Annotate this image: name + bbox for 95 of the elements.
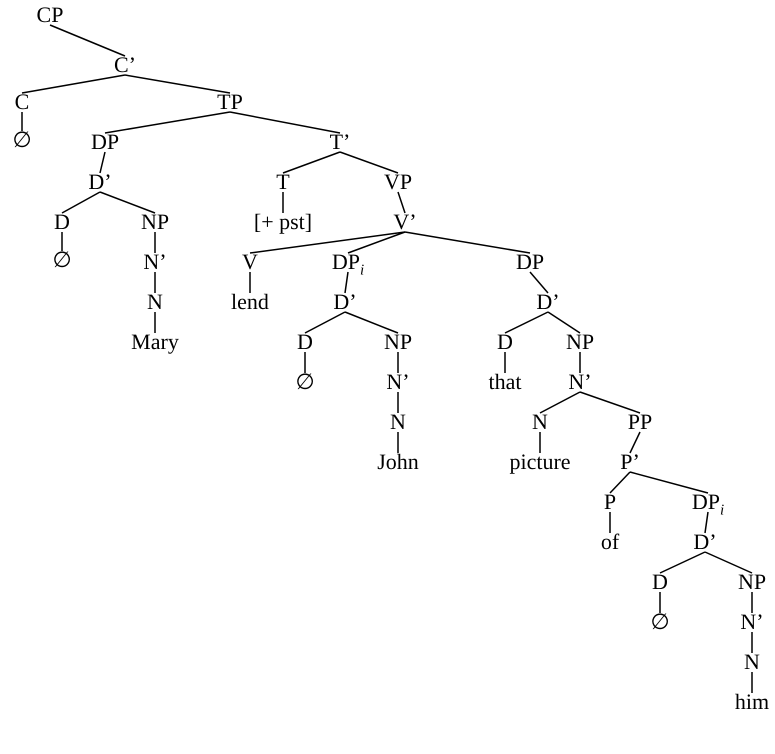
tree-node-label: NP bbox=[564, 331, 596, 353]
tree-branch bbox=[539, 432, 541, 453]
tree-node-label: N bbox=[146, 291, 164, 313]
tree-branch bbox=[580, 391, 640, 414]
tree-branch bbox=[230, 111, 340, 134]
tree-node-label: D bbox=[296, 331, 314, 353]
tree-branch bbox=[659, 592, 661, 613]
tree-node-label: T bbox=[275, 171, 291, 193]
tree-node-label: N bbox=[531, 411, 549, 433]
tree-branch bbox=[282, 151, 340, 174]
tree-branch bbox=[704, 551, 752, 574]
tree-node-label: ∅ bbox=[650, 611, 670, 633]
tree-branch bbox=[397, 192, 406, 214]
tree-node-label: DP bbox=[514, 251, 546, 273]
tree-branch bbox=[154, 232, 156, 253]
tree-node-label: PP bbox=[626, 411, 654, 433]
tree-branch bbox=[751, 672, 753, 693]
tree-branch bbox=[21, 112, 23, 131]
tree-branch bbox=[50, 24, 126, 57]
tree-node-label: picture bbox=[508, 451, 572, 473]
tree-branch bbox=[348, 231, 406, 254]
tree-branch bbox=[124, 74, 230, 94]
tree-branch bbox=[282, 192, 284, 213]
tree-node-label: NP bbox=[140, 211, 170, 233]
tree-branch bbox=[529, 272, 549, 294]
tree-node-label: D’ bbox=[692, 531, 718, 553]
tree-node-label: D’ bbox=[535, 291, 561, 313]
tree-node-label: of bbox=[600, 531, 620, 553]
tree-branch bbox=[304, 352, 306, 373]
tree-branch bbox=[548, 311, 580, 334]
tree-branch bbox=[704, 512, 709, 534]
tree-branch bbox=[22, 74, 126, 94]
tree-branch bbox=[100, 191, 156, 214]
tree-branch bbox=[751, 592, 753, 613]
tree-node-label: V bbox=[241, 251, 259, 273]
tree-branch bbox=[99, 152, 106, 174]
tree-branch bbox=[397, 392, 399, 413]
tree-node-label: V’ bbox=[392, 211, 418, 233]
tree-branch bbox=[660, 551, 706, 574]
tree-branch bbox=[154, 272, 156, 293]
tree-node-label: DP$_{i}$ bbox=[330, 251, 366, 273]
tree-node-label: [+ pst] bbox=[252, 211, 314, 233]
tree-branch bbox=[397, 352, 399, 373]
tree-branch bbox=[609, 512, 611, 533]
tree-node-label: C bbox=[14, 91, 30, 113]
tree-node-label: D’ bbox=[332, 291, 358, 313]
tree-node-label: D bbox=[53, 211, 71, 233]
tree-node-label: D bbox=[496, 331, 514, 353]
tree-branch bbox=[504, 311, 548, 334]
tree-branch bbox=[629, 432, 641, 454]
tree-node-label: DP$_{i}$ bbox=[690, 491, 726, 513]
tree-node-label: NP bbox=[736, 571, 768, 593]
tree-node-label: P’ bbox=[619, 451, 641, 473]
tree-node-label: CP bbox=[36, 4, 64, 26]
tree-node-label: N’ bbox=[567, 371, 593, 393]
tree-node-label: Mary bbox=[130, 331, 180, 353]
tree-branch bbox=[62, 191, 100, 214]
tree-node-label: P bbox=[602, 491, 618, 513]
tree-node-label: that bbox=[488, 371, 522, 393]
tree-node-label: N’ bbox=[739, 611, 765, 633]
tree-node-label: lend bbox=[230, 291, 270, 313]
tree-node-label: DP bbox=[90, 131, 120, 153]
tree-branch bbox=[61, 232, 63, 251]
tree-branch bbox=[249, 272, 251, 293]
tree-branch bbox=[104, 111, 230, 134]
tree-branch bbox=[304, 311, 346, 334]
tree-node-label: N bbox=[389, 411, 407, 433]
tree-node-label: TP bbox=[216, 91, 244, 113]
tree-branch bbox=[340, 151, 398, 174]
tree-branch bbox=[154, 312, 156, 333]
tree-branch bbox=[344, 272, 349, 294]
tree-node-label: ∅ bbox=[12, 129, 32, 151]
tree-branch bbox=[504, 352, 506, 373]
tree-node-label: C’ bbox=[113, 54, 137, 76]
tree-node-label: T’ bbox=[328, 131, 352, 153]
tree-branch bbox=[344, 311, 398, 334]
tree-node-label: N’ bbox=[142, 251, 168, 273]
tree-branch bbox=[751, 632, 753, 653]
tree-node-label: N bbox=[743, 651, 761, 673]
tree-node-label: ∅ bbox=[52, 249, 72, 271]
tree-node-label: ∅ bbox=[294, 371, 316, 393]
tree-branch bbox=[630, 471, 708, 494]
tree-node-label: VP bbox=[382, 171, 414, 193]
tree-node-label: John bbox=[376, 451, 420, 473]
tree-branch bbox=[250, 231, 406, 254]
tree-node-label: D’ bbox=[87, 171, 113, 193]
tree-branch bbox=[397, 432, 399, 453]
tree-branch bbox=[540, 391, 580, 414]
tree-node-label: D bbox=[651, 571, 669, 593]
tree-branch bbox=[404, 231, 530, 254]
tree-node-label: N’ bbox=[385, 371, 411, 393]
tree-node-label: him bbox=[734, 691, 770, 713]
tree-node-label: NP bbox=[382, 331, 414, 353]
tree-branch bbox=[609, 471, 631, 494]
tree-branch bbox=[579, 352, 581, 373]
